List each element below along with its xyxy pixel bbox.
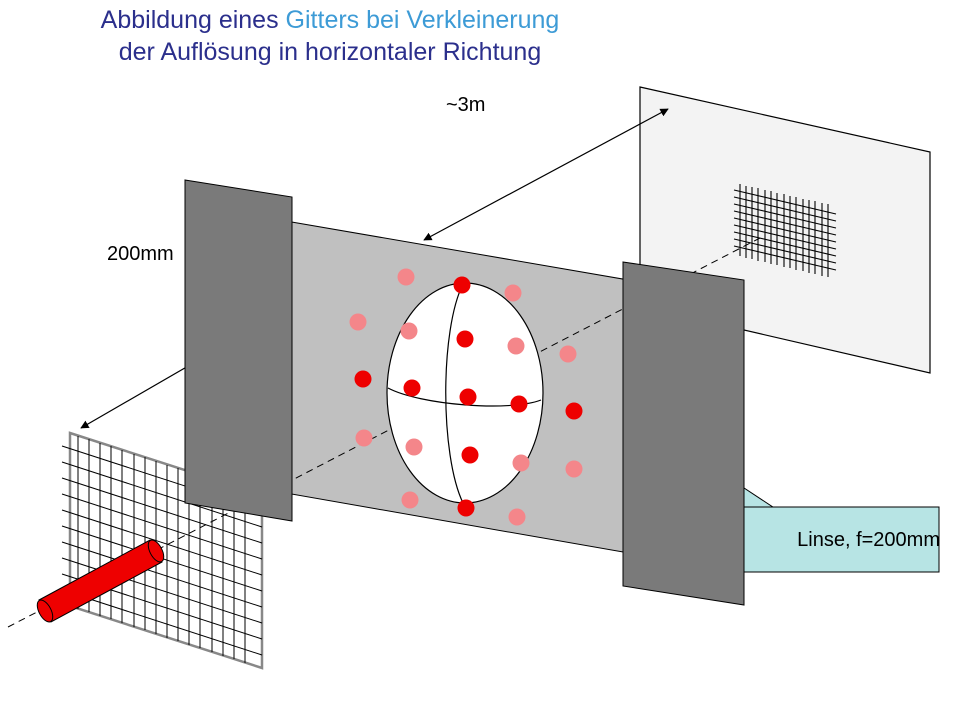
diffraction-spots [349,268,583,526]
projected-grid-image [733,184,837,277]
spot-main [461,446,479,464]
lens-callout-label: Linse, f=200mm [797,529,940,551]
spot-faint [504,284,522,302]
slit-blade-left [184,179,293,522]
spot-faint [355,429,373,447]
title-line1-highlight: Gitters bei Verkleinerung [285,6,560,34]
laser-icon [36,539,165,623]
distance-arrow-3m [423,108,669,241]
lens-callout-icon [727,480,940,573]
spot-faint [565,460,583,478]
spot-faint [400,322,418,340]
optical-axis [7,237,761,628]
spot-main [565,402,583,420]
title-line1-prefix: Abbildung eines [100,6,286,34]
page-title: Abbildung eines Gitters bei Verkleinerun… [0,4,660,68]
spot-main [354,370,372,388]
spot-main [456,330,474,348]
spot-faint [405,438,423,456]
title-line2: der Auflösung in horizontaler Richtung [118,38,542,66]
spot-main [403,379,421,397]
spot-faint [397,268,415,286]
spot-faint [401,491,419,509]
spot-main [457,499,475,517]
spot-faint [512,454,530,472]
screen-distance-label: ~3m [446,94,486,116]
spot-faint [508,508,526,526]
spot-faint [507,337,525,355]
spot-main [510,395,528,413]
spot-faint [559,345,577,363]
focal-distance-label: 200mm [107,243,174,265]
spot-faint [349,313,367,331]
spot-main [453,276,471,294]
spot-main [459,388,477,406]
slit-blade-right [622,261,745,606]
